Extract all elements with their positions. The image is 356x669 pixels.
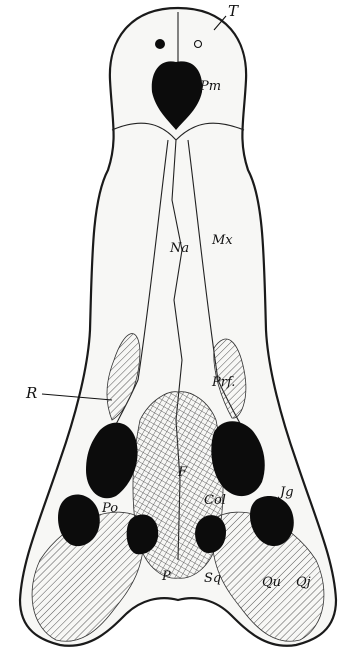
label-prf: Prf. [211, 375, 235, 390]
label-qj: Qj [296, 575, 311, 590]
label-po: Po [101, 501, 118, 516]
label-pm: Pm [199, 79, 221, 94]
label-na: Na [169, 241, 189, 256]
label-f: F [177, 465, 188, 480]
label-qu: Qu [262, 575, 281, 590]
label-mx: Mx [211, 233, 233, 248]
label-jg: Jg [277, 485, 294, 500]
label-p: P [161, 569, 171, 584]
label-t: T [228, 2, 239, 20]
label-sq: Sq [204, 571, 221, 586]
label-col: Col [204, 493, 226, 508]
foramen-dot [155, 39, 165, 49]
label-r: R [25, 384, 37, 402]
